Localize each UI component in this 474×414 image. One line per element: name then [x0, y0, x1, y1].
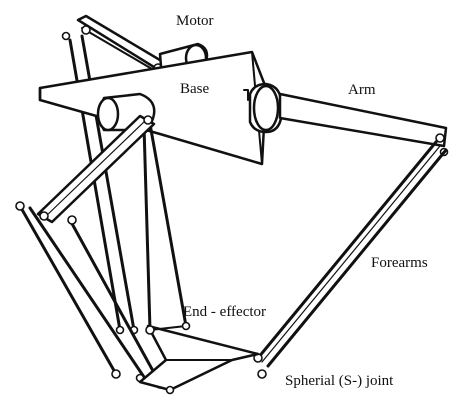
- right-forearm-joint: [257, 369, 267, 379]
- end-effector-platform: [138, 321, 260, 395]
- label-end-effector: End - effector: [183, 304, 267, 320]
- back-forearm-joint: [115, 325, 125, 335]
- label-spherical-joint: Spherial (S-) joint: [285, 373, 394, 389]
- right-arm: [278, 92, 449, 157]
- motor-right: [243, 82, 284, 134]
- label-forearms: Forearms: [371, 255, 428, 271]
- label-motor: Motor: [176, 13, 214, 29]
- label-base: Base: [180, 81, 210, 97]
- label-arm: Arm: [348, 82, 376, 98]
- left-arm: [36, 114, 156, 224]
- back-arm: [61, 14, 172, 77]
- middle-forearm-pair: [142, 122, 188, 332]
- left-forearm-pair: [15, 201, 165, 389]
